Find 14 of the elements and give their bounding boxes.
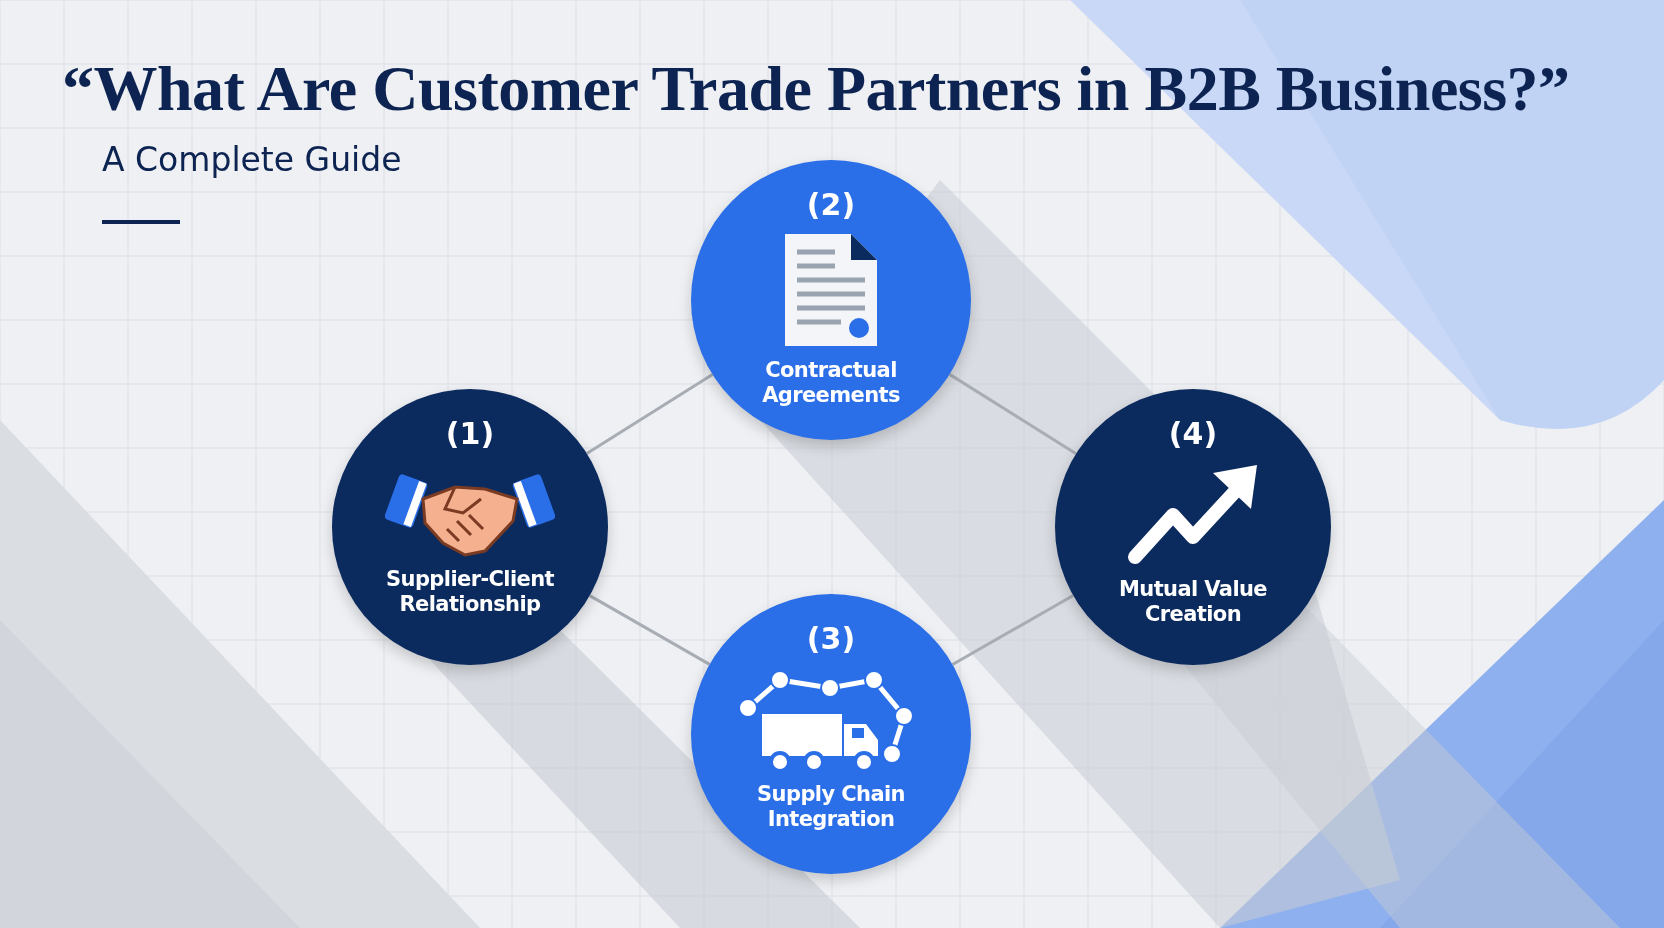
title: “What Are Customer Trade Partners in B2B Business?”	[62, 52, 1570, 126]
connector-line	[588, 594, 711, 666]
step-number: (4)	[1168, 419, 1218, 449]
step-label: Supplier-Client Relationship	[385, 567, 555, 618]
step-label: Supply Chain Integration	[756, 782, 906, 833]
connector-line	[948, 373, 1077, 455]
step-number: (2)	[806, 190, 856, 220]
step-label: Contractual Agreements	[761, 358, 901, 409]
step-number: (1)	[445, 419, 495, 449]
connector-line	[951, 594, 1074, 666]
subtitle: A Complete Guide	[102, 140, 402, 179]
connector-line	[586, 373, 714, 455]
step-label: Mutual Value Creation	[1118, 577, 1268, 628]
step-number: (3)	[806, 624, 856, 654]
